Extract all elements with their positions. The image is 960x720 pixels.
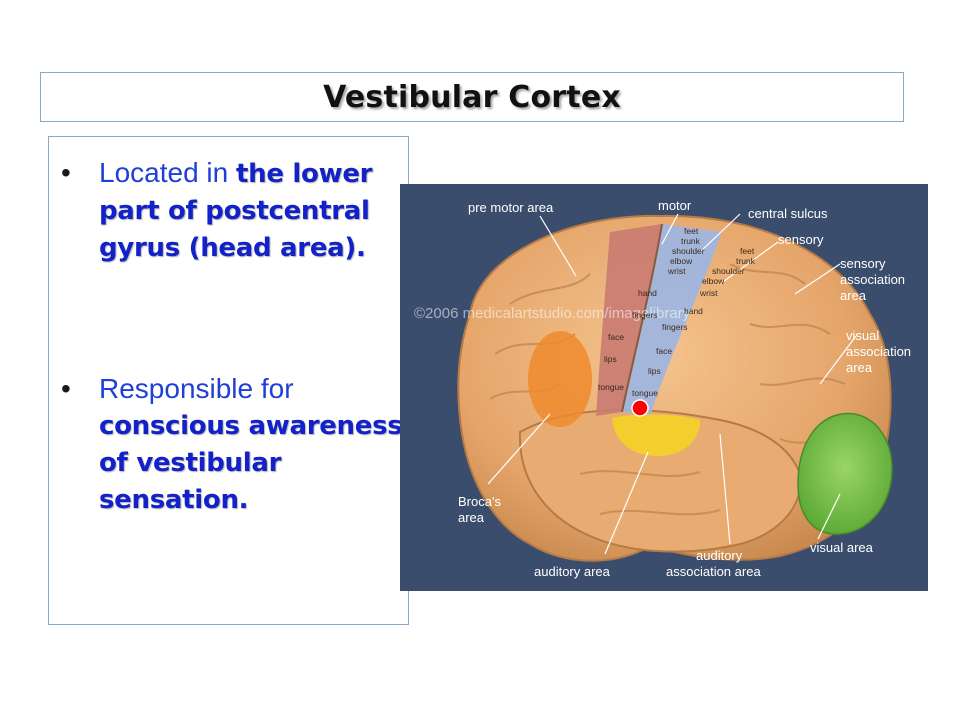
- bullet-function: • Responsible for conscious awareness of…: [59, 371, 409, 518]
- visual-area: [797, 412, 893, 535]
- sensory-lips: lips: [648, 366, 661, 376]
- temporal-lobe: [518, 409, 802, 553]
- title-box: Vestibular Cortex: [40, 72, 904, 122]
- motor-face: face: [608, 332, 624, 342]
- bullet-marker: •: [61, 157, 71, 188]
- label-visual-area: visual area: [810, 540, 874, 555]
- sensory-trunk: trunk: [736, 256, 756, 266]
- bullet-function-lead: Responsible for: [99, 373, 294, 404]
- label-pre-motor: pre motor area: [468, 200, 554, 215]
- label-sensory-assoc-3: area: [840, 288, 867, 303]
- bullet-location-lead: Located in: [99, 157, 236, 188]
- motor-tongue: tongue: [598, 382, 624, 392]
- motor-wrist: wrist: [667, 266, 686, 276]
- brain-svg: ©2006 medicalartstudio.com/imagelibrary …: [414, 198, 911, 579]
- sensory-shoulder: shoulder: [712, 266, 745, 276]
- bullet-marker: •: [61, 373, 71, 404]
- label-broca-1: Broca's: [458, 494, 501, 509]
- label-auditory-assoc-2: association area: [666, 564, 761, 579]
- motor-trunk: trunk: [681, 236, 701, 246]
- sensory-homunculus: feet trunk shoulder elbow wrist hand fin…: [632, 246, 756, 398]
- motor-lips: lips: [604, 354, 617, 364]
- label-visual-assoc-2: association: [846, 344, 911, 359]
- sensory-feet: feet: [740, 246, 755, 256]
- label-visual-assoc-1: visual: [846, 328, 879, 343]
- label-sensory-assoc-1: sensory: [840, 256, 886, 271]
- watermark: ©2006 medicalartstudio.com/imagelibrary: [414, 305, 691, 322]
- broca-area: [528, 331, 592, 427]
- label-motor: motor: [658, 198, 692, 213]
- sensory-elbow: elbow: [702, 276, 725, 286]
- label-sensory-assoc-2: association: [840, 272, 905, 287]
- label-broca-2: area: [458, 510, 485, 525]
- motor-homunculus: feet trunk shoulder elbow wrist hand fin…: [598, 226, 705, 392]
- sensory-wrist: wrist: [699, 288, 718, 298]
- label-auditory-assoc-1: auditory: [696, 548, 743, 563]
- slide-title: Vestibular Cortex: [323, 79, 621, 115]
- label-central-sulcus: central sulcus: [748, 206, 828, 221]
- motor-shoulder: shoulder: [672, 246, 705, 256]
- sensory-face: face: [656, 346, 672, 356]
- bullet-list-box: • Located in the lower part of postcentr…: [48, 136, 409, 625]
- motor-elbow: elbow: [670, 256, 693, 266]
- gyri-lines: [489, 263, 856, 516]
- sensory-hand: hand: [684, 306, 703, 316]
- motor-fingers: fingers: [632, 310, 658, 320]
- auditory-area: [612, 414, 700, 456]
- label-auditory: auditory area: [534, 564, 611, 579]
- bullet-location: • Located in the lower part of postcentr…: [59, 155, 409, 266]
- central-sulcus-line: [621, 223, 663, 413]
- brain-diagram: ©2006 medicalartstudio.com/imagelibrary …: [400, 184, 928, 591]
- vestibular-marker: [631, 399, 649, 417]
- sensory-strip: [622, 224, 722, 416]
- bullet-function-emphasis: conscious awareness of vestibular sensat…: [99, 411, 403, 515]
- label-sensory: sensory: [778, 232, 824, 247]
- sensory-fingers: fingers: [662, 322, 688, 332]
- bullet-location-emphasis: the lower part of postcentral gyrus (hea…: [99, 159, 373, 263]
- motor-hand: hand: [638, 288, 657, 298]
- motor-feet: feet: [684, 226, 699, 236]
- motor-strip: [596, 224, 662, 416]
- sensory-tongue: tongue: [632, 388, 658, 398]
- leader-lines: [487, 213, 857, 555]
- label-visual-assoc-3: area: [846, 360, 873, 375]
